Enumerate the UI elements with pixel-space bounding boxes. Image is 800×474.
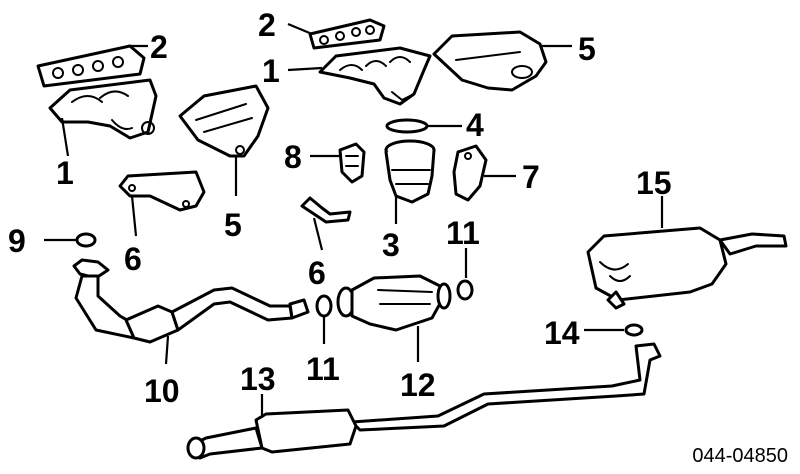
- front-exhaust-pipe: [384, 139, 436, 204]
- bracket-7: [452, 144, 488, 202]
- right-heat-shield: [432, 30, 548, 92]
- callout-14-gasket: 14: [544, 315, 580, 351]
- callout-13-rear-pipe: 13: [240, 361, 276, 397]
- gasket-9: [75, 232, 97, 248]
- callout-6-left-bracket: 6: [124, 241, 142, 277]
- callout-5-right-shield: 5: [578, 31, 596, 67]
- gasket-ring: [385, 118, 429, 134]
- front-pipe-10: [72, 258, 310, 344]
- diagram-reference-number: 044-04850: [692, 445, 788, 467]
- callout-15-muffler: 15: [636, 165, 672, 201]
- top-exhaust-manifold: [318, 46, 432, 106]
- left-manifold-gasket: [36, 44, 146, 88]
- catalytic-converter: [336, 274, 452, 332]
- callout-2-top-gasket: 2: [258, 7, 276, 43]
- callout-1-left-manifold: 1: [56, 155, 74, 191]
- callout-5-left-shield: 5: [224, 207, 242, 243]
- callout-10-front-pipe: 10: [144, 373, 180, 409]
- callout-labels: 2 1 2 1 5 4 8 7 5 6 3 11 15 9 6 10 11 12…: [8, 7, 672, 409]
- callout-11-left-gasket: 11: [306, 351, 340, 387]
- callout-2-left-gasket: 2: [150, 29, 168, 65]
- callout-3-front-pipe: 3: [382, 227, 400, 263]
- callout-7-bracket: 7: [522, 159, 540, 195]
- callout-8-bracket: 8: [284, 139, 302, 175]
- left-heat-shield: [178, 84, 270, 158]
- muffler: [586, 226, 788, 310]
- callout-1-top-manifold: 1: [262, 53, 280, 89]
- gasket-14: [624, 323, 644, 337]
- left-exhaust-manifold: [48, 78, 158, 140]
- callout-4-ring: 4: [466, 107, 484, 143]
- rear-pipe-resonator: [186, 342, 662, 460]
- gasket-11-right: [456, 279, 474, 301]
- left-bracket: [118, 170, 206, 212]
- gasket-11-left: [315, 294, 333, 318]
- top-manifold-gasket: [308, 18, 386, 50]
- callout-9-gasket: 9: [8, 223, 26, 259]
- center-bracket: [300, 196, 352, 224]
- leader-lines: [44, 22, 664, 418]
- callout-6-center-bracket: 6: [308, 255, 326, 291]
- callout-11-right-gasket: 11: [446, 215, 480, 251]
- bracket-8: [338, 142, 366, 184]
- callout-12-converter: 12: [400, 367, 436, 403]
